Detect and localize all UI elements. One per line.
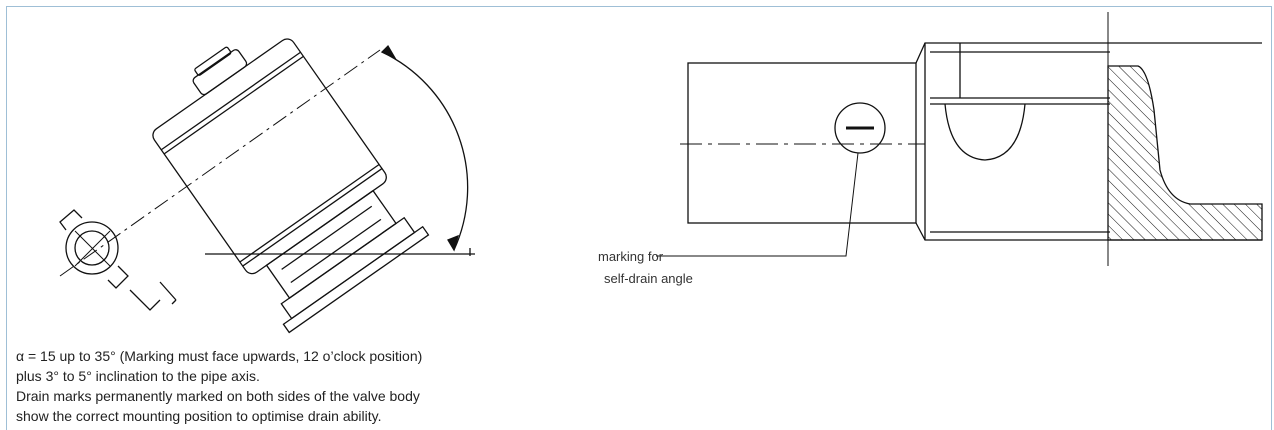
angle-arc: [381, 51, 469, 251]
figure-frame: [6, 6, 1272, 430]
actuator-cap: [192, 49, 248, 96]
caption-line-3: Drain marks permanently marked on both s…: [16, 388, 420, 404]
caption-line-1: α = 15 up to 35° (Marking must face upwa…: [16, 348, 423, 364]
valve-flange: [280, 216, 416, 320]
valve-tilted-drawing: [59, 38, 475, 334]
caption-line-4: show the correct mounting position to op…: [16, 408, 382, 424]
arc-arrow-head-bottom: [447, 234, 459, 252]
marking-label-line2: self-drain angle: [604, 271, 693, 286]
figure-caption: α = 15 up to 35° (Marking must face upwa…: [16, 346, 616, 426]
pipe-clamp-outer: [65, 221, 119, 275]
pipe-clamp-inner: [74, 230, 110, 266]
valve-body: [265, 189, 397, 299]
actuator-axis: [59, 49, 381, 277]
arc-arrow-head-top: [380, 44, 397, 60]
marking-label-line1: marking for: [598, 249, 664, 264]
marking-label: marking for self-drain angle: [598, 248, 693, 288]
caption-line-2: plus 3° to 5° inclination to the pipe ax…: [16, 368, 260, 384]
